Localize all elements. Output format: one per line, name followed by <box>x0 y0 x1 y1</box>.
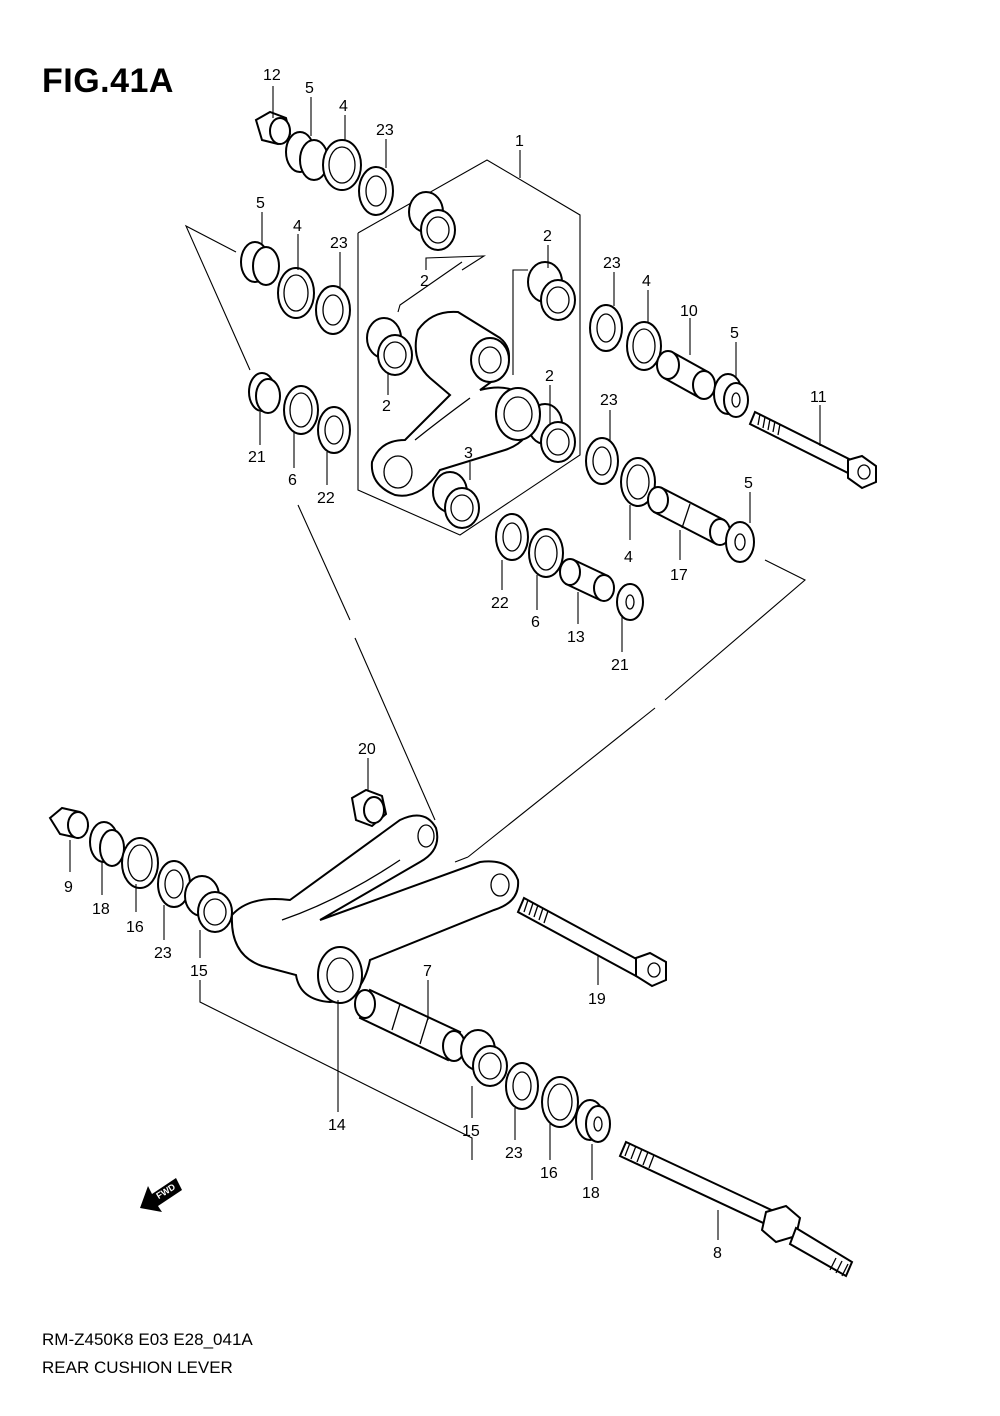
callout-8: 8 <box>713 1245 722 1262</box>
callout-4: 4 <box>339 98 348 115</box>
cushion-lever-14 <box>230 814 520 1004</box>
callout-17: 17 <box>670 567 688 584</box>
callout-7: 7 <box>423 963 432 980</box>
assembly-leader-lines <box>184 224 806 1160</box>
callout-leaders <box>69 86 821 1240</box>
washer-23-right-upper <box>589 304 623 352</box>
bearing-2-left <box>366 317 413 376</box>
washer-22-left <box>317 406 351 454</box>
callout-23: 23 <box>376 122 394 139</box>
callout-10: 10 <box>680 303 698 320</box>
callout-21: 21 <box>248 449 266 466</box>
spacer-7 <box>354 988 466 1062</box>
callout-19: 19 <box>588 991 606 1008</box>
cushion-rod-1 <box>370 310 541 497</box>
callout-16: 16 <box>540 1165 558 1182</box>
bearing-3 <box>432 471 480 529</box>
flange-nut-12-top <box>254 110 292 146</box>
bearing-2-upper <box>408 191 456 251</box>
figure-title: FIG.41A <box>42 62 174 100</box>
oil-seal-4-right-upper <box>626 321 662 371</box>
spacer-21-right <box>616 583 644 621</box>
callout-23: 23 <box>505 1145 523 1162</box>
callout-18: 18 <box>582 1185 600 1202</box>
spacer-13 <box>559 558 615 602</box>
washer-23-top <box>358 166 394 216</box>
spacer-17 <box>647 486 731 546</box>
callout-numbers: 12 5 4 23 1 5 4 23 2 2 2 2 2 3 21 6 22 2… <box>64 67 827 1262</box>
callout-2: 2 <box>543 228 552 245</box>
washer-18-right <box>575 1099 611 1143</box>
oil-seal-16-left <box>121 837 159 889</box>
callout-13: 13 <box>567 629 585 646</box>
callout-4: 4 <box>642 273 651 290</box>
washer-23-left <box>315 285 351 335</box>
spacer-21-left <box>248 372 281 414</box>
washer-5-right-upper <box>713 373 749 418</box>
bolt-19 <box>516 896 667 988</box>
oil-seal-4-left <box>277 267 315 319</box>
callout-23: 23 <box>154 945 172 962</box>
callout-6: 6 <box>531 614 540 631</box>
bolt-11 <box>748 410 877 490</box>
callout-20: 20 <box>358 741 376 758</box>
bearing-2-right-upper <box>527 261 576 321</box>
washer-5-top <box>285 131 329 181</box>
callout-2: 2 <box>382 398 391 415</box>
callout-2: 2 <box>420 273 429 290</box>
bolt-8 <box>618 1140 854 1278</box>
oil-seal-6-left <box>283 385 319 435</box>
callout-18: 18 <box>92 901 110 918</box>
callout-23: 23 <box>603 255 621 272</box>
washer-23-right-middle <box>585 437 619 485</box>
callout-1: 1 <box>515 133 524 150</box>
washer-23-lower-right <box>505 1062 539 1110</box>
callout-6: 6 <box>288 472 297 489</box>
callout-11: 11 <box>810 389 827 406</box>
diagram-title: REAR CUSHION LEVER <box>42 1358 233 1377</box>
spacer-10 <box>656 350 716 400</box>
washer-22-right <box>495 513 529 561</box>
part-1-group-frame <box>357 150 581 536</box>
oil-seal-4-top <box>322 139 362 191</box>
oil-seal-6-right <box>528 528 564 578</box>
callout-4: 4 <box>293 218 302 235</box>
oil-seal-16-right <box>541 1076 579 1128</box>
callout-14: 14 <box>328 1117 346 1134</box>
callout-22: 22 <box>491 595 509 612</box>
callout-12: 12 <box>263 67 281 84</box>
callout-23: 23 <box>600 392 618 409</box>
callout-4: 4 <box>624 549 633 566</box>
callout-3: 3 <box>464 445 473 462</box>
callout-5: 5 <box>256 195 265 212</box>
washer-18-left <box>89 821 125 867</box>
fwd-direction-arrow: FWD <box>140 1178 182 1212</box>
oil-seal-4-right-middle <box>620 457 656 507</box>
washer-5-left <box>240 241 280 286</box>
callout-15: 15 <box>190 963 208 980</box>
callout-5: 5 <box>730 325 739 342</box>
callout-21: 21 <box>611 657 629 674</box>
washer-5-right-middle <box>725 521 755 563</box>
callout-5: 5 <box>305 80 314 97</box>
bearing-15-right <box>460 1029 508 1087</box>
callout-23: 23 <box>330 235 348 252</box>
nut-20 <box>350 788 388 828</box>
callout-5: 5 <box>744 475 753 492</box>
callout-15: 15 <box>462 1123 480 1140</box>
callout-2: 2 <box>545 368 554 385</box>
callout-9: 9 <box>64 879 73 896</box>
model-code: RM-Z450K8 E03 E28_041A <box>42 1330 253 1349</box>
callout-22: 22 <box>317 490 335 507</box>
bearing-15-left <box>184 875 233 933</box>
nut-9 <box>48 806 90 840</box>
callout-16: 16 <box>126 919 144 936</box>
